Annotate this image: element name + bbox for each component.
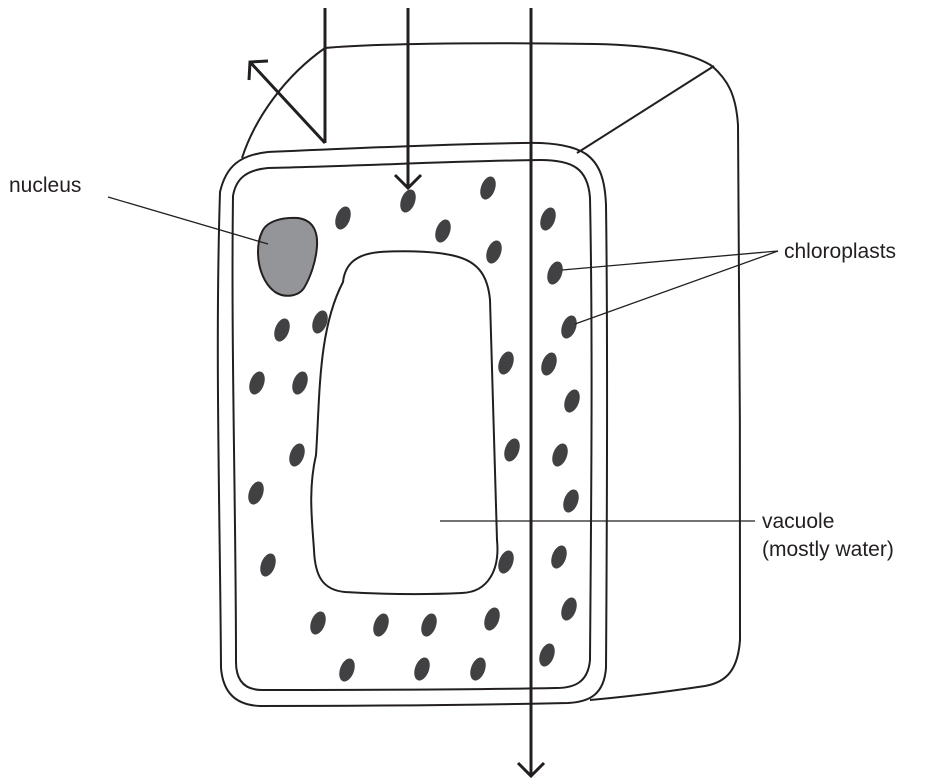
nucleus-label: nucleus xyxy=(9,174,81,197)
chloroplast xyxy=(432,217,453,244)
chloroplast xyxy=(548,543,569,570)
chloroplast xyxy=(538,350,559,377)
cell-back-outline xyxy=(242,43,740,700)
chloroplast xyxy=(271,316,292,343)
chloroplast xyxy=(309,308,330,335)
chloroplast xyxy=(477,174,498,201)
chloroplast xyxy=(544,259,565,286)
chloroplast xyxy=(397,187,418,214)
chloroplast xyxy=(558,595,579,622)
light-ray-reflected-outgoing xyxy=(250,62,325,143)
chloroplast xyxy=(558,313,579,340)
chloroplast xyxy=(257,551,278,578)
chloroplasts-leader-line-1 xyxy=(562,251,778,270)
vacuole-label-line1: vacuole xyxy=(762,510,834,533)
nucleus-leader-line xyxy=(108,197,268,244)
chloroplast xyxy=(370,611,391,638)
chloroplast xyxy=(561,387,582,414)
chloroplast xyxy=(536,641,557,668)
vacuole-label-line2: (mostly water) xyxy=(762,538,894,561)
chloroplast xyxy=(307,609,328,636)
chloroplasts-label: chloroplasts xyxy=(784,240,896,263)
chloroplast xyxy=(246,369,267,396)
chloroplast xyxy=(537,205,558,232)
chloroplast xyxy=(495,548,516,575)
chloroplast xyxy=(289,369,310,396)
chloroplast xyxy=(286,441,307,468)
chloroplast xyxy=(411,655,432,682)
chloroplast xyxy=(332,204,353,231)
nucleus xyxy=(258,218,317,296)
chloroplast xyxy=(481,605,502,632)
chloroplast xyxy=(336,656,357,683)
chloroplast xyxy=(483,238,504,265)
chloroplast xyxy=(245,479,266,506)
cell-side-edge xyxy=(577,66,714,153)
chloroplast xyxy=(549,441,570,468)
chloroplast xyxy=(495,349,516,376)
chloroplast xyxy=(467,655,488,682)
chloroplasts-leader-line-2 xyxy=(575,251,778,324)
vacuole xyxy=(311,251,497,594)
chloroplast xyxy=(560,487,581,514)
chloroplast xyxy=(501,436,522,463)
chloroplast xyxy=(418,611,439,638)
